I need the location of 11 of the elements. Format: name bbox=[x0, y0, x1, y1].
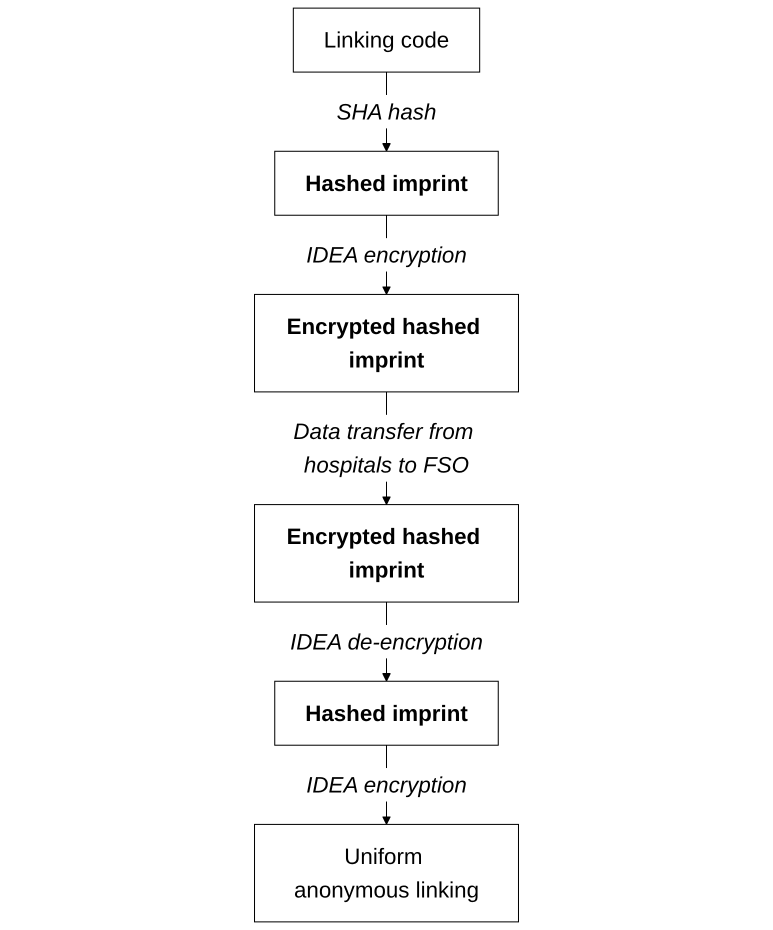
node-box: Encrypted hashed imprint bbox=[254, 294, 519, 392]
edge-label: IDEA encryption bbox=[306, 772, 467, 798]
node-box: Hashed imprint bbox=[274, 680, 499, 746]
edge-label: Data transfer from hospitals to FSO bbox=[293, 418, 474, 478]
node-box: Linking code bbox=[292, 8, 480, 73]
node-box: Hashed imprint bbox=[274, 150, 499, 216]
edge-label: SHA hash bbox=[336, 98, 436, 124]
node-box: Encrypted hashed imprint bbox=[254, 504, 519, 603]
edge-label: IDEA de-encryption bbox=[290, 628, 483, 654]
edge-label: IDEA encryption bbox=[306, 242, 467, 268]
node-box: Uniform anonymous linking bbox=[254, 824, 519, 922]
